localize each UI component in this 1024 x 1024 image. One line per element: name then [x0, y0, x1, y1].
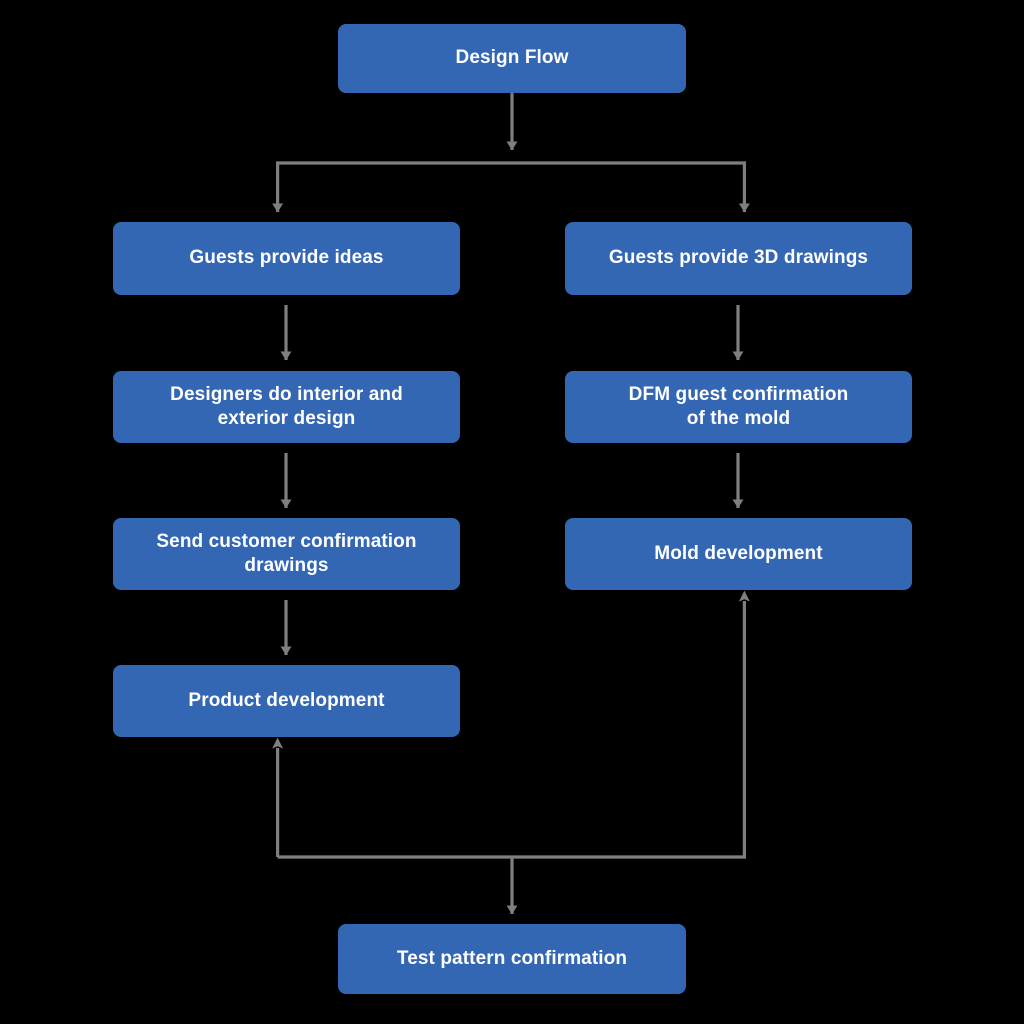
node-guests-3d-drawings[interactable]: Guests provide 3D drawings [565, 222, 912, 295]
node-design-flow[interactable]: Design Flow [338, 24, 686, 93]
node-dfm-confirmation[interactable]: DFM guest confirmation of the mold [565, 371, 912, 443]
node-product-development[interactable]: Product development [113, 665, 460, 737]
node-test-pattern[interactable]: Test pattern confirmation [338, 924, 686, 994]
node-send-drawings[interactable]: Send customer confirmation drawings [113, 518, 460, 590]
node-designers-design[interactable]: Designers do interior and exterior desig… [113, 371, 460, 443]
node-mold-development[interactable]: Mold development [565, 518, 912, 590]
node-guests-ideas[interactable]: Guests provide ideas [113, 222, 460, 295]
